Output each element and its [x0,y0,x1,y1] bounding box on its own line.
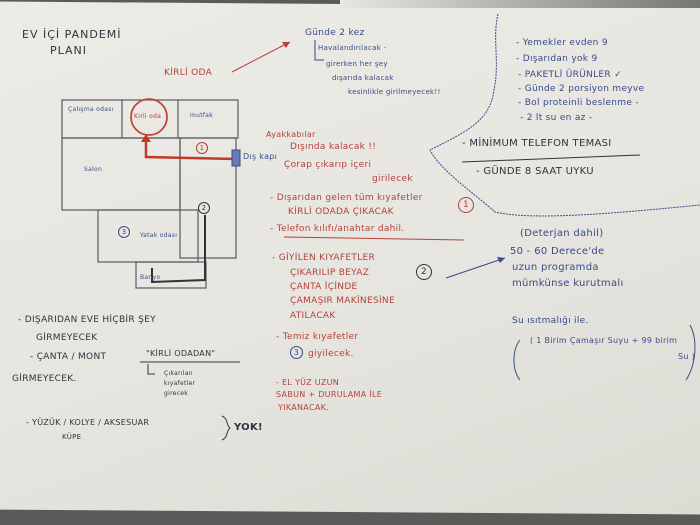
dirty-room-label: KİRLİ ODA [164,68,213,78]
rule-nothing-inside: - DIŞARIDAN EVE HİÇBİR ŞEY [18,315,156,325]
room-bath: Banyo [140,274,161,281]
shoes-note: Çorap çıkarıp içeri [284,160,372,170]
bleach-note: ( 1 Birim Çamaşır Suyu + 99 birim [530,336,678,345]
dirty-room-circle [130,98,168,136]
rule-jewelry-no: YOK! [234,422,263,433]
rule-bag-sub: girecek [164,390,189,397]
room-kitchen: mutfak [190,112,214,119]
rule-bag-sub: Çıkarılan [164,370,193,377]
shoes-note: Dışında kalacak !! [290,142,377,152]
plan-marker-2: 2 [198,202,210,214]
arrow-to-note [231,41,291,73]
rule-bag-coat: GİRMEYECEK. [12,374,77,384]
floor-plan [61,99,239,289]
wash-note: SABUN + DURULAMA İLE [276,390,383,399]
phone-note: - MİNİMUM TELEFON TEMASI [462,138,612,149]
ventilation-note-3: girerken her şey [326,60,388,68]
shoes-note: girilecek [372,174,413,184]
background-edge [340,0,700,8]
room-dirty: Kirli oda [134,113,162,120]
plan-marker-3: 3 [118,226,130,238]
step3-marker: 3 [290,346,303,359]
step1-line: KİRLİ ODADA ÇIKACAK [288,207,394,217]
health-item: - Günde 2 porsiyon meyve [518,84,645,94]
arrow-to-laundry [445,257,506,279]
path-to-dirty-room [144,140,237,161]
ventilation-note-1: Günde 2 kez [305,28,365,38]
laundry-note: 50 - 60 Derece'de [510,246,605,257]
step2-line: ÇIKARILIP BEYAZ [290,268,370,278]
health-item: - Dışarıdan yok 9 [516,54,598,64]
bleach-note: Su ) [678,352,696,361]
step3-line: - Temiz kıyafetler [276,332,359,342]
rule-jewelry: KÜPE [62,433,82,441]
ventilation-note-4: dışarıda kalacak [332,74,394,82]
health-item: - PAKETLİ ÜRÜNLER ✓ [518,70,622,80]
rule-jewelry: - YÜZÜK / KOLYE / AKSESUAR [26,418,150,427]
shoes-note: Ayakkabılar [266,130,316,139]
ventilation-note-5: kesinlikle girilmeyecek!! [348,88,441,96]
rule-bag-coat: "KİRLİ ODADAN" [146,349,216,358]
rule-bag-coat: - ÇANTA / MONT [30,352,107,362]
step2-line: ÇAMAŞIR MAKİNESİNE [290,296,395,306]
sleep-note: - GÜNDE 8 SAAT UYKU [476,166,594,177]
wash-note: YIKANACAK. [278,403,329,412]
room-study: Çalışma odası [68,106,114,113]
step3-line: giyilecek. [308,349,354,359]
ventilation-note-2: Havalandırılacak - [318,44,387,52]
plan-marker-1: 1 [196,142,208,154]
health-item: - 2 lt su en az - [520,113,593,123]
laundry-note: uzun programda [512,262,599,273]
health-item: - Bol proteinli beslenme - [518,98,639,108]
health-item: - Yemekler evden 9 [516,38,608,48]
page-title: EV İÇİ PANDEMİ [22,28,122,41]
page-title-line2: PLANI [50,44,88,57]
laundry-note: mümkünse kurutmalı [512,278,624,289]
bleach-note: Su ısıtmalığı ile. [512,316,589,326]
rule-bag-sub: kıyafetler [164,380,196,387]
step1-marker: 1 [458,197,474,213]
step1-line: - Telefon kılıfı/anahtar dahil. [270,224,405,234]
step2-line: - GİYİLEN KIYAFETLER [272,253,376,263]
room-bedroom: Yatak odası [140,232,178,239]
door-label: Dış kapı [243,152,278,161]
laundry-note: (Deterjan dahil) [520,228,604,239]
divider-squiggle [429,13,700,217]
wash-note: - EL YÜZ UZUN [276,378,340,387]
step2-line: ÇANTA İÇİNDE [290,282,358,292]
room-living: Salon [84,166,103,173]
step2-line: ATILACAK [290,311,336,321]
step1-line: - Dışarıdan gelen tüm kıyafetler [270,193,423,203]
door-icon [231,149,241,167]
step2-marker: 2 [416,264,432,280]
rule-nothing-inside: GİRMEYECEK [36,333,98,343]
